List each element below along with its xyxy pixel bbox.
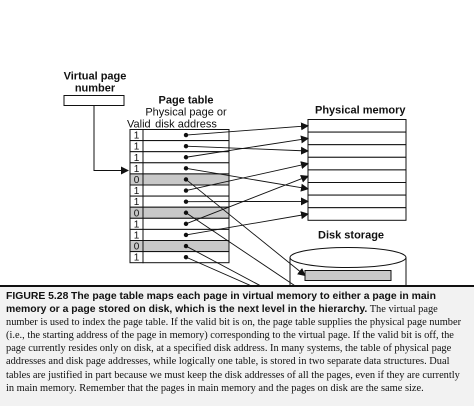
valid-bit: 0 [134, 208, 140, 219]
valid-bit: 0 [134, 242, 140, 253]
valid-bit: 1 [134, 164, 140, 175]
mapping-arrow [185, 175, 309, 225]
virtual-page-index-arrow [93, 105, 129, 175]
valid-bit: 1 [134, 131, 140, 142]
physical-memory-page [307, 194, 407, 209]
figure-body: The virtual page number is used to index… [6, 304, 462, 394]
physical-memory-page [307, 182, 407, 196]
page-table-row: 1 [129, 217, 230, 230]
mapping-arrow [185, 211, 309, 236]
valid-bit: 1 [134, 253, 140, 264]
physical-memory [307, 119, 407, 221]
valid-bit: 1 [134, 197, 140, 208]
mapping-arrow [185, 212, 306, 294]
physical-memory-page [307, 119, 407, 133]
physical-memory-page [307, 144, 407, 158]
mapping-arrow [185, 135, 309, 158]
page-table-row: 1 [129, 251, 230, 264]
physical-memory-label: Physical memory [315, 105, 406, 117]
physical-memory-page [307, 156, 407, 171]
page-table-row: 1 [129, 151, 230, 164]
virtual-page-label-line2: number [75, 83, 116, 95]
mapping-arrow [185, 161, 309, 191]
page-table-row: 1 [129, 129, 230, 142]
valid-bit: 1 [134, 219, 140, 230]
address-pointer-dot [183, 155, 189, 160]
physical-memory-page [307, 169, 407, 184]
valid-bit: 1 [134, 186, 140, 197]
mapping-arrow [185, 167, 309, 192]
disk-storage-label: Disk storage [318, 230, 384, 242]
virtual-page-number-box [63, 95, 125, 106]
page-table-row: 1 [129, 184, 230, 197]
page-table-row: 0 [129, 240, 230, 253]
physical-page-label-line2: disk address [155, 119, 217, 131]
physical-page-label-line1: Physical page or [145, 107, 227, 119]
page-table-title: Page table [158, 95, 213, 107]
valid-bit: 0 [134, 175, 140, 186]
physical-memory-page [307, 131, 407, 146]
mapping-arrow [185, 179, 306, 277]
virtual-page-label-line1: Virtual page [64, 71, 127, 83]
valid-bit: 1 [134, 231, 140, 242]
figure-caption: FIGURE 5.28 The page table maps each pag… [0, 285, 474, 406]
valid-bit: 1 [134, 142, 140, 153]
valid-bit: 1 [134, 153, 140, 164]
figure-title: The page table maps each page in virtual… [6, 291, 436, 316]
figure-label: FIGURE 5.28 [6, 291, 69, 302]
mapping-arrow [185, 122, 309, 136]
mapping-arrow [185, 145, 309, 155]
page-table-row: 1 [129, 140, 230, 153]
valid-label: Valid [127, 119, 151, 131]
disk-page [304, 270, 392, 281]
physical-memory-page [307, 207, 407, 221]
